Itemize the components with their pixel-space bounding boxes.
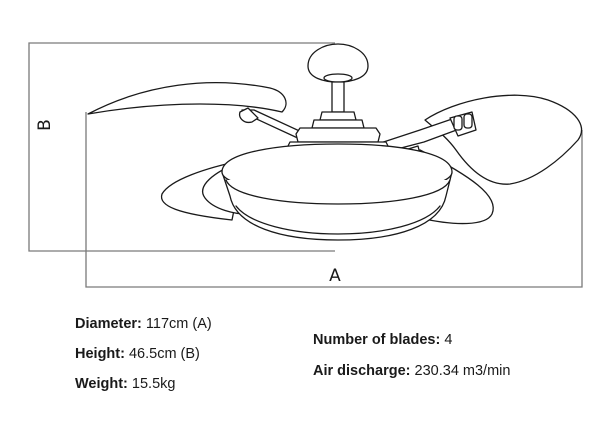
motor-housing: [295, 127, 381, 143]
dimension-a-label: A: [329, 266, 341, 286]
dimension-b-label: B: [35, 119, 55, 131]
spec-air-discharge: Air discharge: 230.34 m3/min: [313, 362, 510, 380]
dimension-b-bracket: [28, 42, 335, 252]
dimension-a-bracket: [85, 112, 583, 288]
fan-illustration: [87, 43, 583, 241]
ceiling-fan-diagram: B A: [28, 42, 583, 288]
spec-weight: Weight: 15.5kg: [75, 375, 175, 393]
spec-diameter-label: Diameter:: [75, 316, 142, 332]
canopy: [307, 43, 369, 83]
spec-blades-value: 4: [444, 332, 453, 348]
spec-height-value: 46.5cm (B): [128, 346, 200, 362]
spec-blades-label: Number of blades:: [313, 332, 441, 348]
spec-weight-label: Weight:: [75, 376, 128, 392]
downrod: [331, 81, 345, 113]
spec-weight-value: 15.5kg: [131, 376, 176, 392]
spec-air-label: Air discharge:: [313, 363, 411, 379]
blade-upper-left: [87, 82, 287, 115]
spec-blades: Number of blades: 4: [313, 331, 452, 349]
spec-height-label: Height:: [75, 346, 125, 362]
spec-diameter: Diameter: 117cm (A): [75, 315, 212, 333]
spec-air-value: 230.34 m3/min: [414, 363, 511, 379]
spec-height: Height: 46.5cm (B): [75, 345, 200, 363]
spec-diameter-value: 117cm (A): [145, 316, 212, 332]
light-diffuser: [235, 205, 441, 235]
